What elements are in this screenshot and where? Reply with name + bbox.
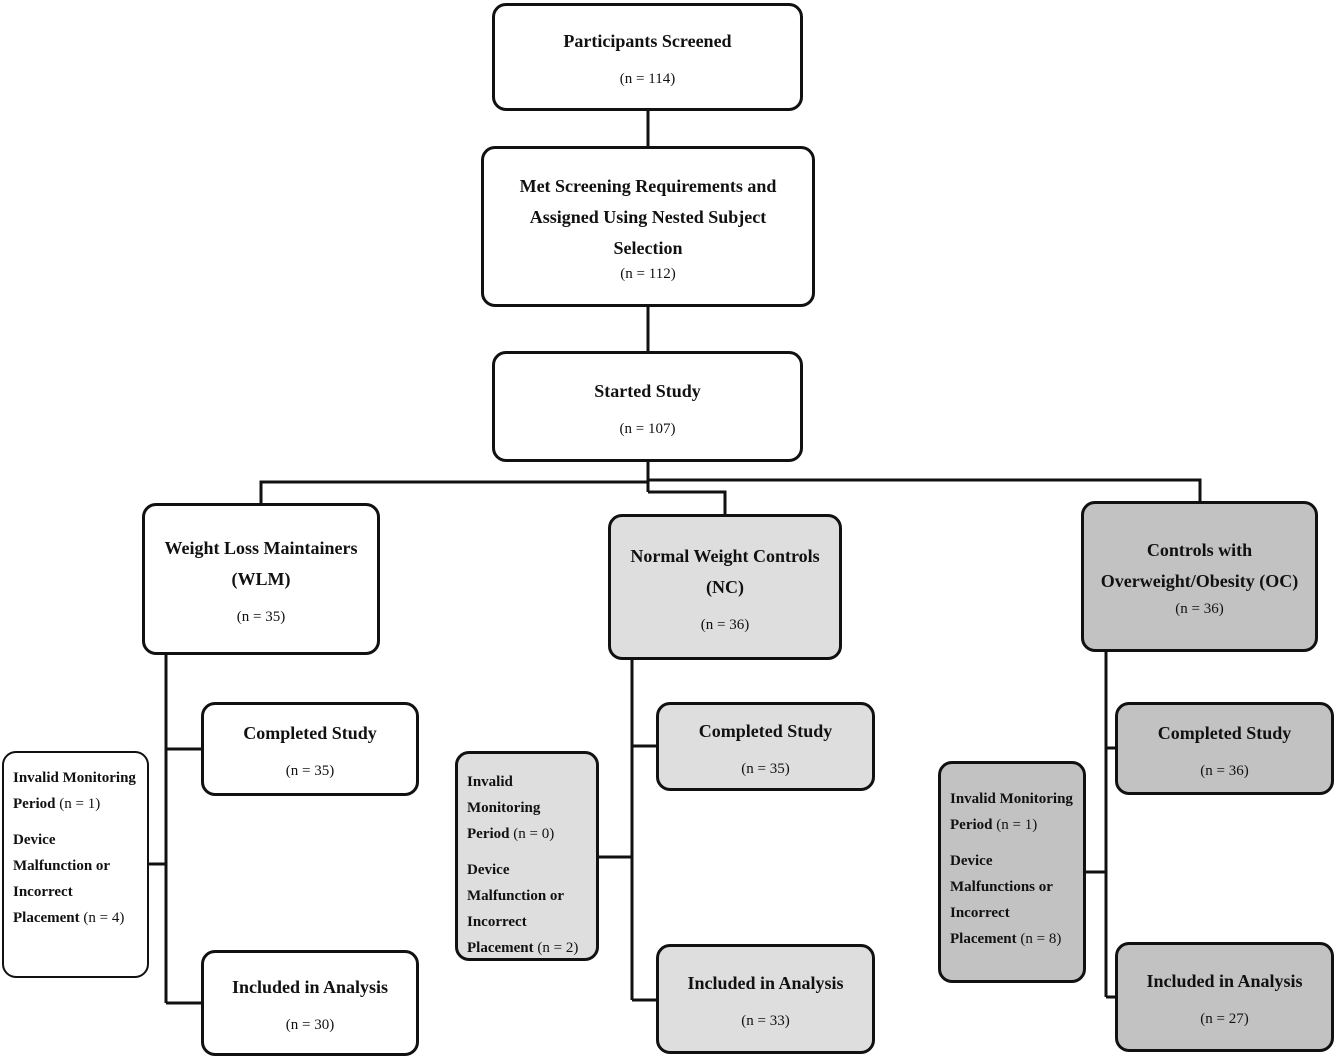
- nc-exclusion-invalid-label: Invalid Monitoring Period: [467, 774, 541, 842]
- nc-group-count: (n = 36): [700, 616, 750, 633]
- wlm-exclusion-invalid-label: Invalid Monitoring Period: [13, 770, 136, 812]
- oc-group-title: Controls with Overweight/Obesity (OC): [1100, 540, 1299, 591]
- wlm-included-count: (n = 30): [285, 1017, 335, 1033]
- oc-completed-box: Completed Study (n = 36): [1115, 702, 1334, 795]
- oc-exclusion-invalid: Invalid Monitoring Period (n = 1): [950, 786, 1073, 838]
- wlm-included-title: Included in Analysis: [231, 977, 389, 997]
- nc-completed-title: Completed Study: [698, 720, 833, 741]
- oc-group-count: (n = 36): [1175, 601, 1224, 617]
- wlm-group-count: (n = 35): [236, 608, 286, 625]
- oc-exclusion-invalid-label: Invalid Monitoring Period: [950, 791, 1073, 833]
- wlm-group-title: Weight Loss Maintainers (WLM): [164, 537, 358, 589]
- wlm-exclusions-box: Invalid Monitoring Period (n = 1) Device…: [2, 751, 149, 978]
- nc-exclusions-box: Invalid Monitoring Period (n = 0) Device…: [455, 751, 599, 961]
- oc-completed-count: (n = 36): [1200, 762, 1249, 779]
- oc-included-title: Included in Analysis: [1146, 971, 1303, 991]
- oc-completed-title: Completed Study: [1157, 722, 1292, 743]
- participants-screened-box: Participants Screened (n = 114): [492, 3, 803, 111]
- started-study-title: Started Study: [594, 380, 701, 401]
- nc-exclusion-invalid-count: (n = 0): [513, 826, 555, 842]
- participants-screened-count: (n = 114): [619, 71, 676, 87]
- oc-exclusion-invalid-count: (n = 1): [996, 817, 1038, 833]
- met-requirements-box: Met Screening Requirements and Assigned …: [481, 146, 815, 307]
- oc-exclusion-device-count: (n = 8): [1020, 931, 1062, 947]
- wlm-included-box: Included in Analysis (n = 30): [201, 950, 419, 1056]
- nc-completed-box: Completed Study (n = 35): [656, 702, 875, 791]
- wlm-completed-box: Completed Study (n = 35): [201, 702, 419, 796]
- nc-completed-count: (n = 35): [741, 760, 790, 777]
- connector-to-oc: [648, 478, 1202, 503]
- wlm-completed-count: (n = 35): [285, 763, 335, 779]
- connector-to-nc: [648, 490, 727, 516]
- connector-to-wlm: [259, 480, 648, 505]
- oc-exclusions-box: Invalid Monitoring Period (n = 1) Device…: [938, 761, 1086, 983]
- oc-group-box: Controls with Overweight/Obesity (OC) (n…: [1081, 501, 1318, 652]
- nc-included-box: Included in Analysis (n = 33): [656, 944, 875, 1054]
- wlm-group-box: Weight Loss Maintainers (WLM) (n = 35): [142, 503, 380, 655]
- oc-included-box: Included in Analysis (n = 27): [1115, 942, 1334, 1052]
- wlm-exclusion-device-label: Device Malfunction or Incorrect Placemen…: [13, 832, 110, 926]
- oc-exclusion-device-label: Device Malfunctions or Incorrect Placeme…: [950, 853, 1053, 947]
- wlm-exclusion-device: Device Malfunction or Incorrect Placemen…: [13, 827, 137, 931]
- wlm-exclusion-invalid-count: (n = 1): [59, 796, 101, 812]
- nc-included-count: (n = 33): [741, 1013, 790, 1029]
- wlm-exclusion-device-count: (n = 4): [83, 910, 125, 926]
- met-requirements-count: (n = 112): [620, 265, 676, 282]
- nc-exclusion-device-label: Device Malfunction or Incorrect Placemen…: [467, 862, 564, 956]
- nc-included-title: Included in Analysis: [687, 973, 844, 993]
- wlm-completed-title: Completed Study: [243, 723, 377, 743]
- oc-included-count: (n = 27): [1200, 1011, 1249, 1027]
- nc-exclusion-device: Device Malfunction or Incorrect Placemen…: [467, 857, 586, 961]
- oc-exclusion-device: Device Malfunctions or Incorrect Placeme…: [950, 848, 1073, 952]
- started-study-box: Started Study (n = 107): [492, 351, 803, 462]
- nc-group-box: Normal Weight Controls (NC) (n = 36): [608, 514, 842, 660]
- started-study-count: (n = 107): [619, 420, 676, 437]
- nc-exclusion-device-count: (n = 2): [537, 940, 579, 956]
- nc-group-title: Normal Weight Controls (NC): [630, 545, 820, 597]
- met-requirements-title: Met Screening Requirements and Assigned …: [519, 175, 777, 258]
- participants-screened-title: Participants Screened: [563, 31, 732, 51]
- wlm-exclusion-invalid: Invalid Monitoring Period (n = 1): [13, 765, 137, 817]
- nc-exclusion-invalid: Invalid Monitoring Period (n = 0): [467, 769, 586, 847]
